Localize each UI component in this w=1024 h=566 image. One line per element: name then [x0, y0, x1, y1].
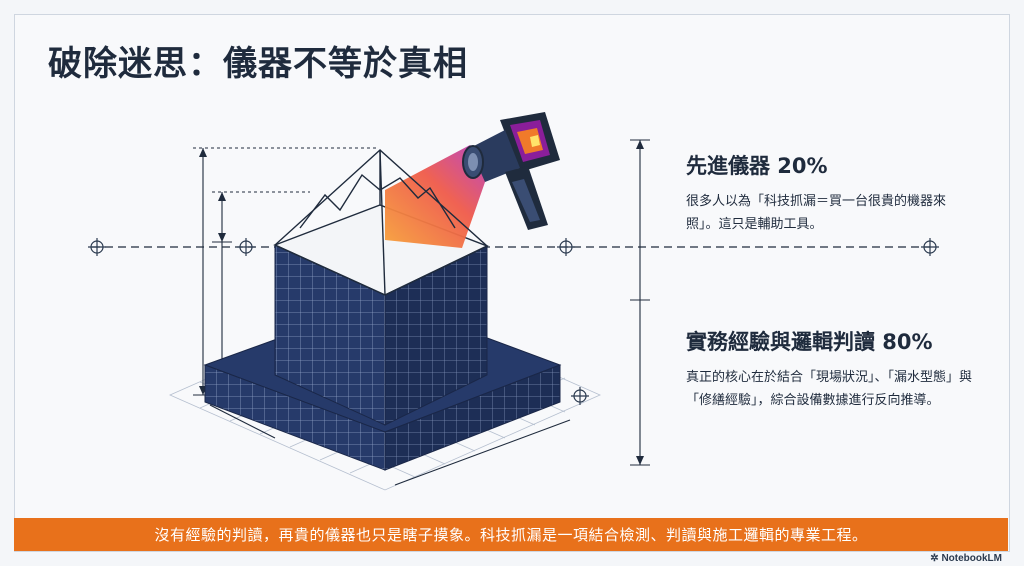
- watermark-text: NotebookLM: [941, 553, 1002, 564]
- page-title: 破除迷思：儀器不等於真相: [48, 44, 468, 84]
- footer-text: 沒有經驗的判讀，再貴的儀器也只是瞎子摸象。科技抓漏是一項結合檢測、判讀與施工邏輯…: [154, 526, 868, 544]
- frame: [14, 14, 1010, 552]
- experience-body: 真正的核心在於結合「現場狀況」、「漏水型態」與「修繕經驗」，綜合設備數據進行反向…: [686, 370, 973, 408]
- footer-banner: 沒有經驗的判讀，再貴的儀器也只是瞎子摸象。科技抓漏是一項結合檢測、判讀與施工邏輯…: [14, 518, 1008, 551]
- watermark: ✲ NotebookLM: [930, 553, 1002, 564]
- experience-heading: 實務經驗與邏輯判讀 80%: [686, 330, 933, 354]
- instrument-heading: 先進儀器 20%: [686, 154, 828, 178]
- experience-section: 實務經驗與邏輯判讀 80% 真正的核心在於結合「現場狀況」、「漏水型態」與「修繕…: [686, 326, 976, 412]
- instrument-section: 先進儀器 20% 很多人以為「科技抓漏＝買一台很貴的機器來照」。這只是輔助工具。: [686, 150, 976, 236]
- dimension-arrows: [199, 140, 644, 465]
- instrument-body: 很多人以為「科技抓漏＝買一台很貴的機器來照」。這只是輔助工具。: [686, 194, 947, 232]
- crosshair-icon: [88, 238, 939, 405]
- pyramid-wireframe: [273, 149, 489, 296]
- notebook-icon: ✲: [930, 553, 942, 564]
- thermal-camera-icon: [462, 112, 560, 230]
